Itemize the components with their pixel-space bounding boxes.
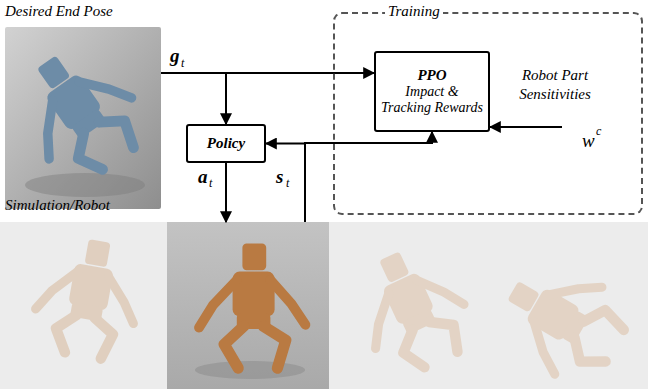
vector-symbol: s bbox=[276, 166, 283, 188]
subscript: t bbox=[209, 176, 212, 191]
shadow bbox=[195, 361, 305, 379]
brown-robot bbox=[199, 244, 305, 369]
sim-panel: Simulation/Robot bbox=[0, 222, 648, 389]
connector-arrow bbox=[225, 163, 227, 222]
box-title: Policy bbox=[207, 135, 245, 152]
connector-arrow bbox=[266, 144, 305, 223]
box-title: PPO bbox=[417, 67, 446, 84]
panel-heading: Desired End Pose bbox=[5, 3, 113, 20]
input-label: Robot Part Sensitivities bbox=[492, 66, 618, 104]
sim-robots bbox=[29, 232, 637, 389]
sensitivity-arrow bbox=[490, 126, 562, 128]
group-heading: Training bbox=[385, 3, 443, 20]
superscript: c bbox=[596, 124, 601, 139]
policy-box: Policy bbox=[186, 124, 266, 163]
shadow bbox=[25, 173, 145, 197]
vector-symbol: g bbox=[170, 45, 180, 67]
box-body: Impact & Tracking Rewards bbox=[379, 84, 485, 116]
ghost-robot bbox=[487, 250, 637, 389]
panel-heading: Simulation/Robot bbox=[5, 197, 110, 214]
subscript: t bbox=[286, 176, 289, 191]
ppo-box: PPOImpact & Tracking Rewards bbox=[374, 51, 490, 132]
weight-symbol: w bbox=[582, 130, 595, 152]
vector-symbol: a bbox=[198, 166, 208, 188]
blue-robot bbox=[5, 34, 156, 191]
sim-current-frame bbox=[167, 222, 329, 389]
connector-arrow bbox=[161, 73, 226, 124]
training-group: TrainingPPOImpact & Tracking Rewards bbox=[333, 12, 643, 215]
subscript: t bbox=[181, 56, 184, 71]
ghost-robot bbox=[29, 232, 146, 363]
ghost-robot bbox=[343, 236, 481, 383]
connector-arrow bbox=[305, 132, 432, 222]
target-robot bbox=[5, 34, 156, 197]
pose-panel: Desired End Pose bbox=[5, 27, 161, 209]
